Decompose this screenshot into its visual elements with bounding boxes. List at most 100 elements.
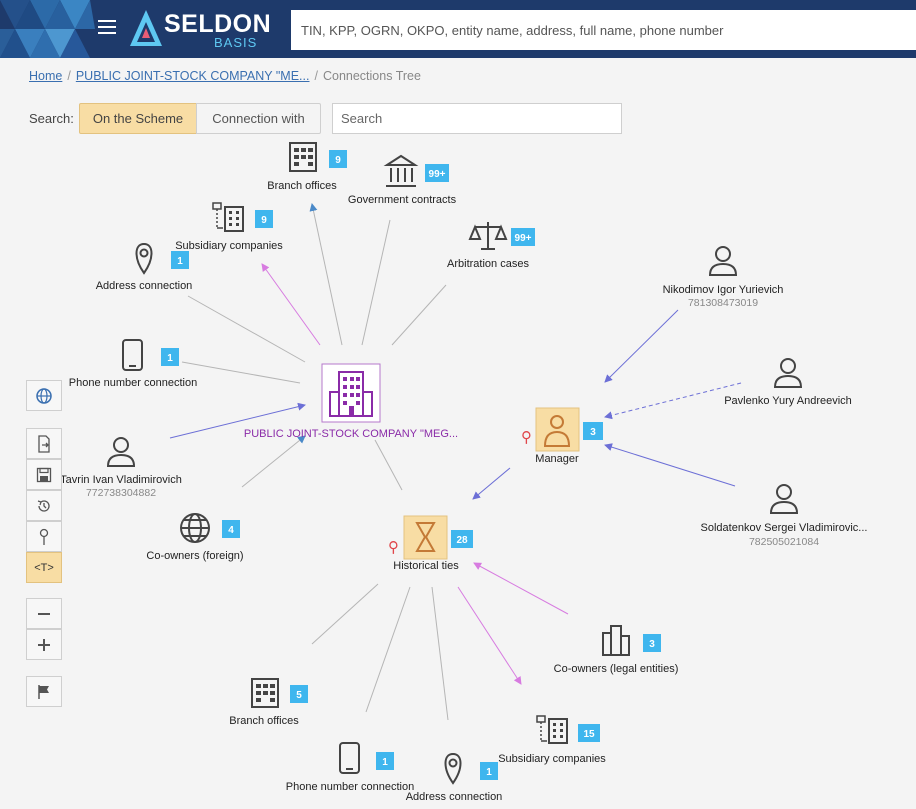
branch-top-badge: 9 bbox=[335, 155, 341, 166]
arbitration-label: Arbitration cases bbox=[447, 258, 529, 270]
phone-top-badge: 1 bbox=[167, 353, 173, 364]
subsidiary-bottom-label: Subsidiary companies bbox=[498, 753, 606, 765]
branch-bottom-badge: 5 bbox=[296, 690, 302, 701]
tavrin-inn: 772738304882 bbox=[86, 487, 156, 499]
center-company-node[interactable]: PUBLIC JOINT-STOCK COMPANY "MEG... bbox=[244, 363, 458, 440]
save-button[interactable] bbox=[26, 459, 62, 490]
globe-tool-button[interactable] bbox=[26, 380, 62, 411]
export-button[interactable] bbox=[26, 428, 62, 459]
building-icon bbox=[251, 678, 279, 708]
historical-badge: 28 bbox=[456, 535, 468, 546]
search-label: Search: bbox=[29, 111, 74, 126]
nikodimov-inn: 781308473019 bbox=[688, 297, 758, 309]
pavlenko-label: Pavlenko Yury Andreevich bbox=[724, 395, 852, 407]
manager-label: Manager bbox=[535, 453, 579, 465]
minus-icon bbox=[38, 612, 50, 615]
plus-icon bbox=[38, 638, 50, 651]
person-soldatenkov-node[interactable]: Soldatenkov Sergei Vladimirovic... 78250… bbox=[701, 484, 868, 548]
breadcrumb-current: Connections Tree bbox=[322, 69, 421, 83]
phone-icon bbox=[122, 339, 143, 371]
hourglass-icon bbox=[415, 522, 436, 552]
subsidiary-icon bbox=[212, 202, 244, 232]
phone-bottom-badge: 1 bbox=[382, 757, 388, 768]
map-pin-icon bbox=[444, 752, 462, 785]
breadcrumb-home[interactable]: Home bbox=[29, 69, 63, 83]
phone-bottom-label: Phone number connection bbox=[286, 781, 414, 793]
coowners-foreign-label: Co-owners (foreign) bbox=[146, 550, 243, 562]
logo-subtitle: BASIS bbox=[214, 35, 258, 50]
breadcrumb: Home/PUBLIC JOINT-STOCK COMPANY "ME.../C… bbox=[29, 69, 421, 83]
header-pattern bbox=[0, 0, 95, 58]
pin-tool-button[interactable] bbox=[26, 521, 62, 552]
soldatenkov-label: Soldatenkov Sergei Vladimirovic... bbox=[701, 522, 868, 534]
gov-contracts-badge: 99+ bbox=[429, 169, 446, 180]
global-search-input[interactable] bbox=[291, 10, 916, 50]
branch-bottom-label: Branch offices bbox=[229, 715, 299, 727]
breadcrumb-company[interactable]: PUBLIC JOINT-STOCK COMPANY "ME... bbox=[75, 69, 310, 83]
on-scheme-button[interactable]: On the Scheme bbox=[79, 103, 197, 134]
history-icon bbox=[37, 499, 50, 512]
subsidiary-top-badge: 9 bbox=[261, 215, 267, 226]
phone-bottom-node[interactable]: 1 Phone number connection bbox=[286, 742, 414, 793]
phone-top-node[interactable]: 1 Phone number connection bbox=[69, 339, 197, 389]
person-icon bbox=[773, 358, 803, 388]
coowners-legal-label: Co-owners (legal entities) bbox=[554, 663, 679, 675]
manager-badge: 3 bbox=[590, 427, 596, 438]
subsidiary-top-label: Subsidiary companies bbox=[175, 240, 283, 252]
phone-top-label: Phone number connection bbox=[69, 377, 197, 389]
gov-contracts-label: Government contracts bbox=[348, 194, 457, 206]
government-contracts-node[interactable]: 99+ Government contracts bbox=[348, 154, 457, 206]
person-icon bbox=[106, 437, 136, 467]
person-nikodimov-node[interactable]: Nikodimov Igor Yurievich 781308473019 bbox=[663, 246, 784, 309]
scheme-search-input[interactable] bbox=[332, 103, 622, 134]
address-top-badge: 1 bbox=[177, 256, 183, 267]
buildings-icon bbox=[602, 625, 630, 656]
zoom-out-button[interactable] bbox=[26, 598, 62, 629]
coowners-legal-badge: 3 bbox=[649, 639, 655, 650]
person-icon bbox=[708, 246, 738, 276]
historical-ties-node[interactable]: ⚲ 28 Historical ties bbox=[388, 515, 473, 572]
connection-with-button[interactable]: Connection with bbox=[196, 103, 321, 134]
text-toggle-button[interactable]: <T> bbox=[26, 552, 62, 583]
subsidiary-icon bbox=[536, 715, 568, 744]
subsidiary-bottom-node[interactable]: 15 Subsidiary companies bbox=[498, 715, 606, 765]
coowners-foreign-node[interactable]: 4 Co-owners (foreign) bbox=[146, 513, 244, 562]
coowners-legal-node[interactable]: 3 Co-owners (legal entities) bbox=[554, 625, 679, 675]
globe-icon bbox=[180, 513, 210, 543]
globe-icon bbox=[36, 387, 52, 404]
building-icon bbox=[289, 142, 317, 172]
flag-icon bbox=[38, 684, 49, 699]
branch-top-label: Branch offices bbox=[267, 180, 337, 192]
menu-icon[interactable] bbox=[98, 20, 116, 34]
address-top-node[interactable]: 1 Address connection bbox=[96, 242, 193, 292]
tavrin-label: Tavrin Ivan Vladimirovich bbox=[60, 474, 182, 486]
pin-icon bbox=[39, 528, 49, 545]
soldatenkov-inn: 782505021084 bbox=[749, 536, 819, 548]
person-pavlenko-node[interactable]: Pavlenko Yury Andreevich bbox=[724, 358, 852, 407]
branch-offices-top-node[interactable]: 9 Branch offices bbox=[267, 142, 347, 192]
save-icon bbox=[36, 467, 52, 482]
pin-icon: ⚲ bbox=[521, 428, 532, 446]
phone-icon bbox=[339, 742, 360, 774]
flag-button[interactable] bbox=[26, 676, 62, 707]
address-top-label: Address connection bbox=[96, 280, 193, 292]
seldon-logo-icon bbox=[130, 10, 162, 46]
subsidiary-top-node[interactable]: 9 Subsidiary companies bbox=[175, 202, 283, 252]
manager-node[interactable]: ⚲ 3 Manager bbox=[521, 407, 603, 465]
export-icon bbox=[38, 434, 50, 453]
person-tavrin-node[interactable]: Tavrin Ivan Vladimirovich 772738304882 bbox=[60, 437, 182, 499]
logo-name: SELDON bbox=[164, 10, 272, 38]
address-bottom-node[interactable]: 1 Address connection bbox=[406, 752, 503, 803]
coowners-foreign-badge: 4 bbox=[228, 525, 234, 536]
address-bottom-badge: 1 bbox=[486, 767, 492, 778]
map-pin-icon bbox=[135, 242, 153, 275]
subsidiary-bottom-badge: 15 bbox=[583, 729, 595, 740]
historical-label: Historical ties bbox=[393, 560, 459, 572]
arbitration-cases-node[interactable]: 99+ Arbitration cases bbox=[447, 222, 535, 270]
pin-icon: ⚲ bbox=[388, 538, 399, 556]
person-icon bbox=[769, 484, 799, 514]
history-button[interactable] bbox=[26, 490, 62, 521]
branch-offices-bottom-node[interactable]: 5 Branch offices bbox=[229, 678, 308, 727]
zoom-in-button[interactable] bbox=[26, 629, 62, 660]
